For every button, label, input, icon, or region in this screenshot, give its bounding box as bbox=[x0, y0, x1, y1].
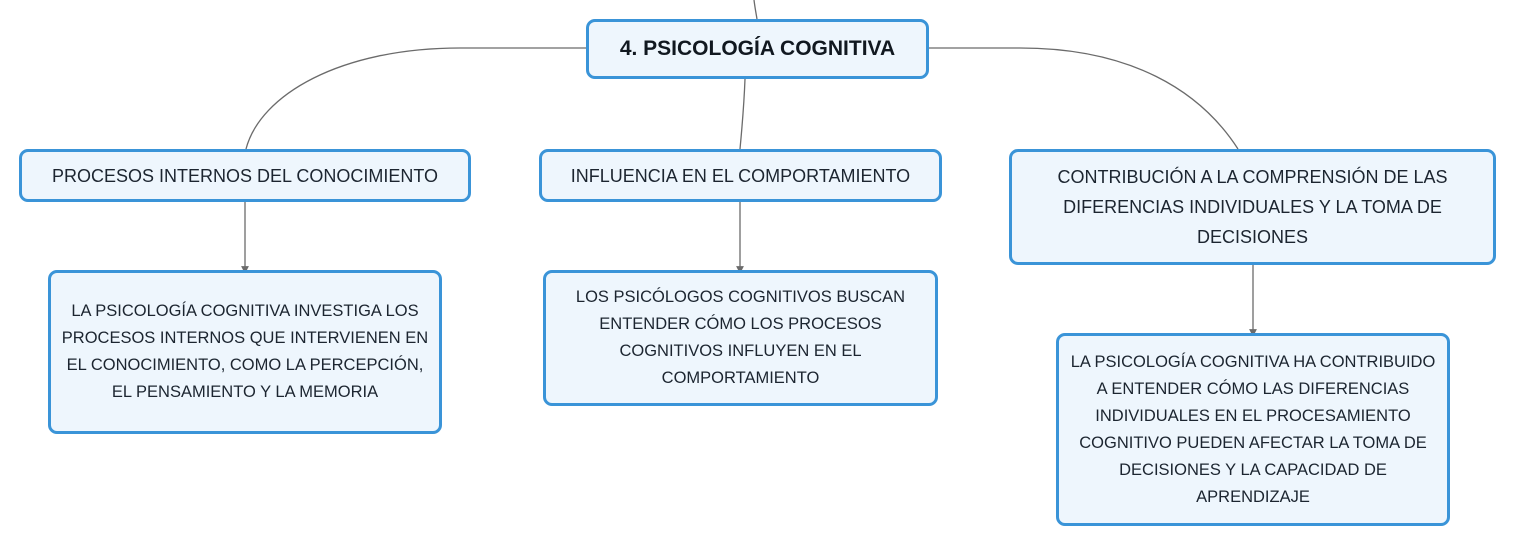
branch-topic-label: PROCESOS INTERNOS DEL CONOCIMIENTO bbox=[51, 165, 439, 186]
detail-node-procesos-internos[interactable]: LA PSICOLOGÍA COGNITIVA INVESTIGA LOS PR… bbox=[48, 270, 442, 434]
branch-topic-diferencias-individuales[interactable]: CONTRIBUCIÓN A LA COMPRENSIÓN DE LAS DIF… bbox=[1009, 149, 1496, 265]
central-topic[interactable]: 4. PSICOLOGÍA COGNITIVA bbox=[586, 19, 929, 79]
branch-topic-procesos-internos[interactable]: PROCESOS INTERNOS DEL CONOCIMIENTO bbox=[19, 149, 471, 202]
central-topic-label: 4. PSICOLOGÍA COGNITIVA bbox=[619, 37, 896, 60]
detail-node-diferencias-individuales[interactable]: LA PSICOLOGÍA COGNITIVA HA CONTRIBUIDO A… bbox=[1056, 333, 1450, 526]
detail-node-influencia-comportamiento[interactable]: LOS PSICÓLOGOS COGNITIVOS BUSCAN ENTENDE… bbox=[543, 270, 938, 406]
branch-topic-influencia-comportamiento[interactable]: INFLUENCIA EN EL COMPORTAMIENTO bbox=[539, 149, 942, 202]
branch-topic-label: INFLUENCIA EN EL COMPORTAMIENTO bbox=[570, 165, 911, 186]
detail-text: LOS PSICÓLOGOS COGNITIVOS BUSCAN ENTENDE… bbox=[575, 288, 906, 387]
detail-text: LA PSICOLOGÍA COGNITIVA HA CONTRIBUIDO A… bbox=[1070, 352, 1436, 506]
connector-central-to-branch-3 bbox=[929, 47, 1239, 150]
branch-topic-label: CONTRIBUCIÓN A LA COMPRENSIÓN DE LAS DIF… bbox=[1057, 167, 1448, 247]
parent-connector bbox=[753, 0, 758, 20]
connector-central-to-branch-2 bbox=[739, 78, 746, 150]
connector-central-to-branch-1 bbox=[245, 47, 586, 150]
detail-text: LA PSICOLOGÍA COGNITIVA INVESTIGA LOS PR… bbox=[61, 302, 429, 401]
